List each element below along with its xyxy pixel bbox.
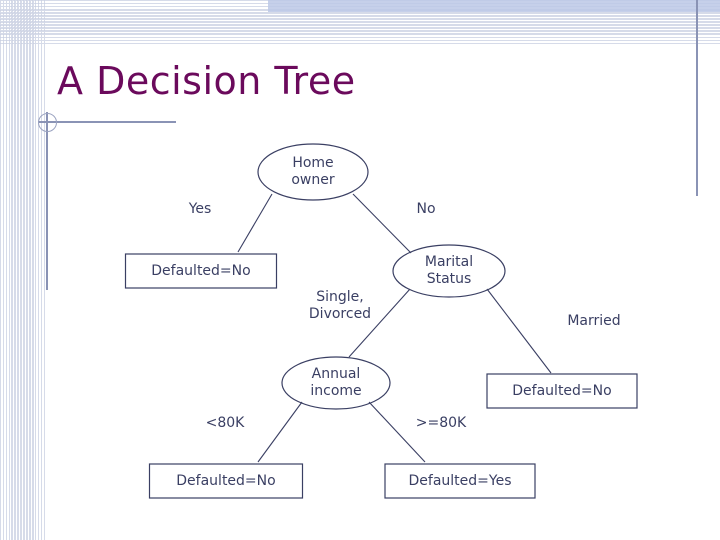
title-circle-decoration (38, 113, 57, 132)
edge-label-e4: Married (567, 313, 621, 329)
node-shape-defaulted-yes[interactable] (384, 463, 536, 499)
node-label-home-owner: Home owner (291, 155, 335, 188)
node-label-marital-status: Marital Status (424, 254, 474, 287)
right-vertical-rule (696, 0, 698, 196)
node-label-defaulted-no-2: Defaulted=No (512, 382, 612, 399)
title-underline-rule (38, 121, 176, 123)
top-decorative-band (268, 0, 720, 12)
title-vertical-rule (46, 112, 48, 290)
tree-node-shapes-layer (124, 143, 638, 499)
node-shape-annual-income[interactable] (281, 356, 391, 410)
node-label-annual-income: Annual income (310, 366, 362, 399)
tree-edge-e3 (348, 288, 411, 358)
page-title: A Decision Tree (57, 59, 356, 103)
edge-label-e2: No (416, 201, 436, 217)
node-shape-home-owner[interactable] (257, 143, 369, 201)
tree-edge-e4 (486, 288, 552, 374)
tree-edge-e2 (352, 193, 412, 254)
tree-edge-e1 (237, 193, 273, 253)
node-shape-defaulted-no-3[interactable] (148, 463, 304, 499)
node-label-defaulted-no-1: Defaulted=No (151, 262, 251, 279)
edge-label-e3: Single, Divorced (308, 289, 372, 322)
node-label-defaulted-yes: Defaulted=Yes (408, 472, 512, 489)
node-label-defaulted-no-3: Defaulted=No (176, 472, 276, 489)
tree-edge-e6 (368, 401, 426, 463)
node-shape-marital-status[interactable] (392, 244, 506, 298)
node-shape-defaulted-no-2[interactable] (486, 373, 638, 409)
edge-label-e1: Yes (188, 201, 212, 217)
node-shape-defaulted-no-1[interactable] (124, 253, 278, 289)
tree-edge-e5 (257, 401, 303, 463)
edge-label-e6: >=80K (415, 415, 467, 431)
edge-label-e5: <80K (205, 415, 245, 431)
tree-edges-layer (237, 193, 552, 463)
